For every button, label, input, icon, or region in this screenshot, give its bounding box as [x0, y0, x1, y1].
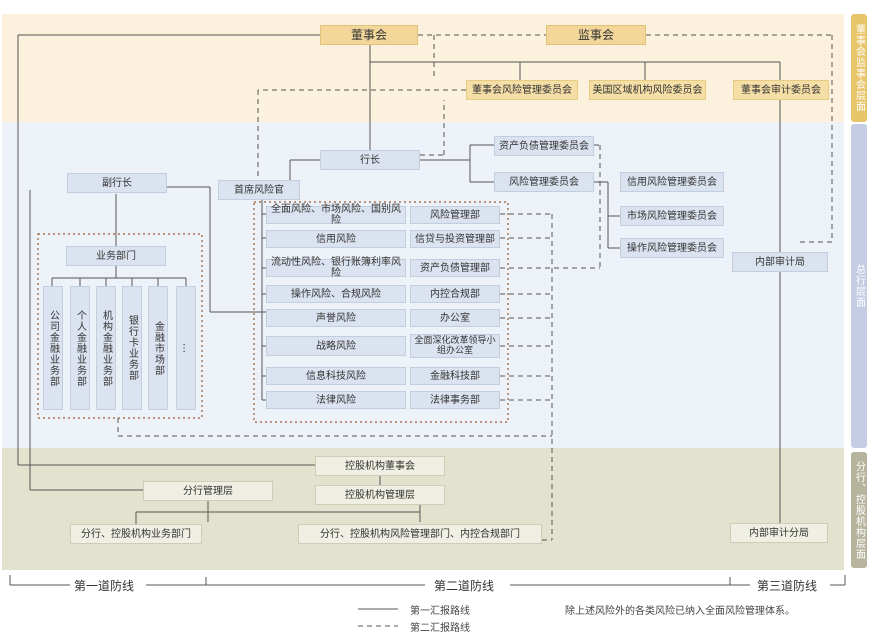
responsible-department: 办公室	[410, 309, 500, 327]
risk-management-committee: 风险管理委员会	[494, 172, 594, 192]
risk-type: 法律风险	[266, 391, 406, 409]
responsible-department: 信贷与投资管理部	[410, 230, 500, 248]
business-unit: 公司金融业务部	[43, 286, 63, 410]
responsible-department: 金融科技部	[410, 367, 500, 385]
risk-type: 流动性风险、银行账簿利率风险	[266, 257, 406, 279]
third-line-of-defense: 第三道防线	[753, 577, 822, 594]
responsible-department: 资产负债管理部	[410, 259, 500, 277]
business-unit: 机构金融业务部	[96, 286, 116, 410]
president: 行长	[320, 150, 420, 170]
business-unit: …	[176, 286, 196, 410]
branch-management: 分行管理层	[143, 481, 273, 501]
second-line-of-defense: 第二道防线	[430, 577, 499, 594]
board-level-band	[2, 14, 844, 122]
risk-type: 操作风险、合规风险	[266, 285, 406, 303]
board-audit-committee: 董事会审计委员会	[733, 80, 829, 100]
risk-type: 全面风险、市场风险、国别风险	[266, 204, 406, 226]
branch-business-departments: 分行、控股机构业务部门	[70, 524, 202, 544]
responsible-department: 风险管理部	[410, 206, 500, 224]
legend-solid-label: 第一汇报路线	[410, 606, 470, 617]
head-office-level-label: 总行层面	[851, 124, 867, 448]
board-risk-committee: 董事会风险管理委员会	[466, 80, 578, 100]
risk-type: 信息科技风险	[266, 367, 406, 385]
responsible-department: 全面深化改革领导小组办公室	[410, 334, 500, 358]
responsible-department: 内控合规部	[410, 285, 500, 303]
board-of-directors: 董事会	[320, 25, 418, 45]
risk-type: 声誉风险	[266, 309, 406, 327]
market-risk-committee: 市场风险管理委员会	[620, 206, 724, 226]
holding-board: 控股机构董事会	[315, 456, 445, 476]
us-region-risk-committee: 美国区域机构风险委员会	[589, 80, 706, 100]
branch-risk-departments: 分行、控股机构风险管理部门、内控合规部门	[298, 524, 542, 544]
legend-dashed-label: 第二汇报路线	[410, 623, 470, 634]
board-of-supervisors: 监事会	[546, 25, 646, 45]
holding-management: 控股机构管理层	[315, 485, 445, 505]
business-departments: 业务部门	[66, 246, 166, 266]
vice-president: 副行长	[67, 173, 167, 193]
business-unit: 金融市场部	[148, 286, 168, 410]
risk-type: 战略风险	[266, 336, 406, 356]
board-level-label: 董事会监事会层面	[851, 14, 867, 122]
internal-audit-branch: 内部审计分局	[730, 523, 828, 543]
chief-risk-officer: 首席风险官	[218, 180, 300, 200]
alm-committee: 资产负债管理委员会	[494, 136, 594, 156]
risk-type: 信用风险	[266, 230, 406, 248]
credit-risk-committee: 信用风险管理委员会	[620, 172, 724, 192]
first-line-of-defense: 第一道防线	[70, 577, 139, 594]
business-unit: 银行卡业务部	[122, 286, 142, 410]
responsible-department: 法律事务部	[410, 391, 500, 409]
business-unit: 个人金融业务部	[70, 286, 90, 410]
branch-level-label: 分行、控股机构层面	[851, 452, 867, 568]
internal-audit-bureau: 内部审计局	[732, 252, 828, 272]
operational-risk-committee: 操作风险管理委员会	[620, 238, 724, 258]
footnote: 除上述风险外的各类风险已纳入全面风险管理体系。	[565, 606, 795, 617]
